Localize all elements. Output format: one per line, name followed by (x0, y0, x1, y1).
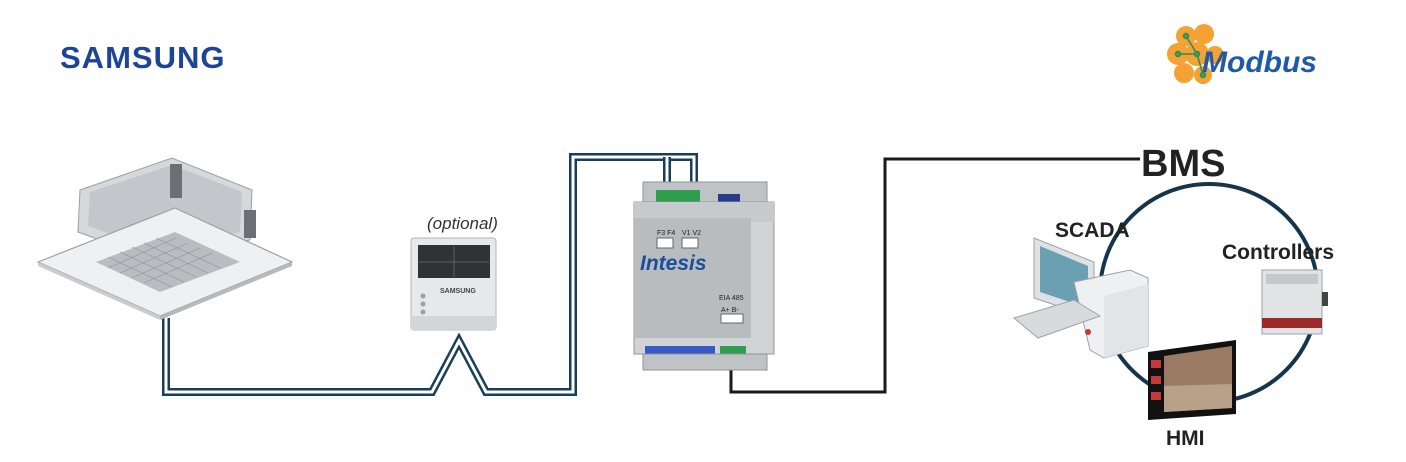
intesis-gateway-icon: F3 F4 V1 V2 Intesis EIA 485 A+ B- (633, 181, 775, 371)
bms-title: BMS (1141, 143, 1225, 185)
gateway-logo: Intesis (640, 252, 707, 275)
modbus-bus-wire (729, 157, 1140, 394)
modbus-logo: Modbus (1167, 24, 1317, 84)
modbus-logo-text: Modbus (1202, 46, 1317, 79)
gateway-port-pins: A+ B- (721, 307, 739, 314)
hmi-panel-icon (1148, 340, 1236, 420)
thermostat-brand: SAMSUNG (440, 288, 476, 295)
cassette-ac-icon (36, 157, 294, 320)
samsung-logo: SAMSUNG (60, 40, 225, 75)
controllers-label: Controllers (1222, 241, 1334, 264)
wall-thermostat-icon: SAMSUNG (410, 237, 497, 331)
controller-box-icon (1261, 269, 1328, 335)
gateway-terminal-right: V1 V2 (682, 230, 701, 237)
gateway-terminal-left: F3 F4 (657, 230, 675, 237)
hmi-label: HMI (1166, 427, 1205, 450)
gateway-port-label: EIA 485 (719, 295, 744, 302)
desktop-computer-icon (1012, 237, 1149, 359)
thermostat-optional-label: (optional) (427, 214, 498, 233)
scada-label: SCADA (1055, 219, 1130, 242)
